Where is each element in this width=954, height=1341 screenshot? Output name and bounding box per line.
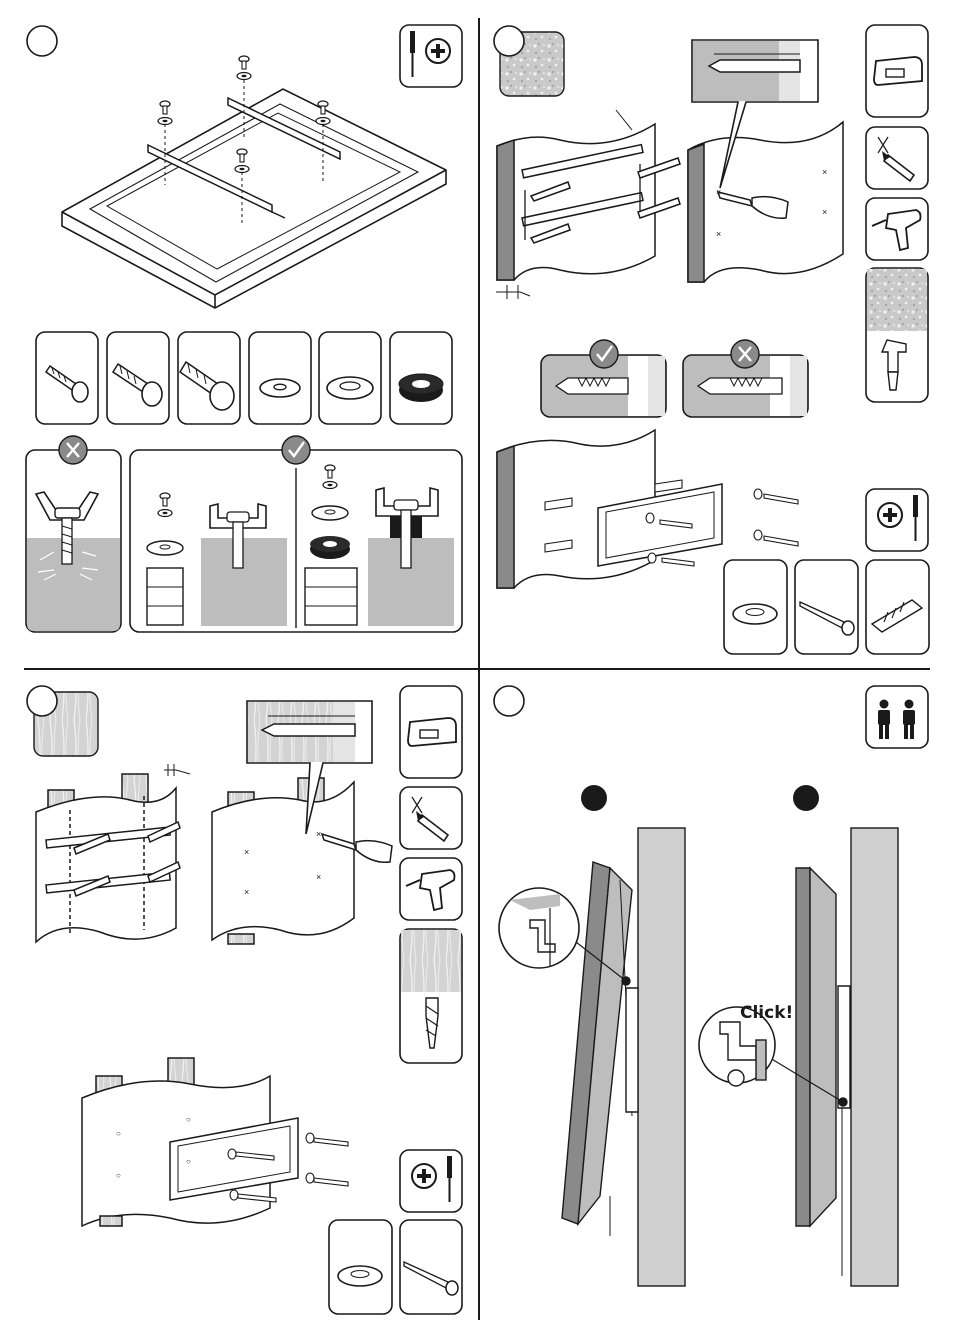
stud-finder-icon [866, 25, 928, 117]
m6-screw-icon [107, 332, 169, 424]
stage-a-badge [581, 785, 607, 811]
small-washer-icon [249, 332, 311, 424]
masonry-drill-bit-icon [866, 268, 928, 402]
pencil-mark-icon [866, 127, 928, 189]
concrete-tool-column [866, 25, 928, 402]
stage-b-badge [793, 785, 819, 811]
lag-bolt-icon [795, 560, 858, 654]
stage-b-hung-tv: Click! [699, 828, 898, 1286]
wall-section [851, 828, 898, 1286]
two-person-lift-icon [866, 686, 928, 748]
anchor-depth-comparison [541, 340, 808, 417]
correct-mounting-box [130, 436, 462, 632]
anchor-wrong [683, 340, 808, 417]
power-drill-icon [866, 198, 928, 260]
step-badge-4 [494, 686, 524, 716]
m8-screw-icon [178, 332, 240, 424]
wall-drilling-illustration: × × × × [688, 40, 843, 282]
panel-concrete-wall: × × × × [494, 25, 929, 654]
wood-drill-bit-icon [400, 929, 462, 1063]
hardware-row [36, 332, 452, 424]
stud-wall-marking-illustration [36, 764, 190, 942]
pencil-mark-icon [400, 787, 462, 849]
svg-text:○: ○ [186, 1157, 191, 1166]
correct-check-icon [282, 436, 310, 464]
svg-text:×: × [244, 847, 249, 857]
svg-text:×: × [316, 829, 321, 839]
wall-plate-attachment-wood: ○ ○ ○ ○ [82, 1058, 348, 1226]
step-badge-1 [27, 26, 57, 56]
wood-tool-column [400, 686, 462, 1063]
svg-text:×: × [244, 887, 249, 897]
phillips-screwdriver-icon [400, 25, 462, 87]
m4-screw-icon [36, 332, 98, 424]
stud-finder-icon [400, 686, 462, 778]
large-washer-icon [319, 332, 381, 424]
correct-check-icon [590, 340, 618, 368]
hook-detail-zoom [499, 888, 579, 968]
spacer-ring-icon [390, 332, 452, 424]
click-label: Click! [740, 1003, 793, 1023]
bracket-screw [158, 101, 172, 125]
svg-text:×: × [716, 187, 721, 197]
bracket-screw [237, 56, 251, 80]
panel-hang-tv: Click! [494, 686, 928, 1286]
panel-wood-stud-wall: × × × × [27, 686, 462, 1314]
svg-text:○: ○ [116, 1129, 121, 1138]
step-badge-3 [27, 686, 57, 716]
stud-wall-drilling-illustration: × × × × [212, 701, 392, 944]
anchor-correct [541, 340, 666, 417]
stage-a-tilted-tv [499, 828, 685, 1286]
svg-text:×: × [316, 872, 321, 882]
concrete-hardware-row [724, 560, 929, 654]
phillips-screwdriver-icon [866, 489, 928, 551]
step-badge-2 [494, 26, 524, 56]
wall-marking-illustration [496, 110, 680, 299]
svg-text:×: × [822, 167, 827, 177]
wall-section [638, 828, 685, 1286]
panel-attach-brackets [26, 25, 462, 632]
phillips-screwdriver-icon [400, 1150, 462, 1212]
wrong-mounting-box [26, 436, 121, 632]
wood-hardware-row [329, 1220, 462, 1314]
power-drill-icon [400, 858, 462, 920]
svg-text:○: ○ [116, 1171, 121, 1180]
lag-bolt-icon [400, 1220, 462, 1314]
svg-text:×: × [822, 207, 827, 217]
wall-anchor-icon [866, 560, 929, 654]
svg-text:○: ○ [186, 1115, 191, 1124]
wall-washer-icon [724, 560, 787, 654]
svg-text:×: × [716, 229, 721, 239]
wall-washer-icon [329, 1220, 392, 1314]
